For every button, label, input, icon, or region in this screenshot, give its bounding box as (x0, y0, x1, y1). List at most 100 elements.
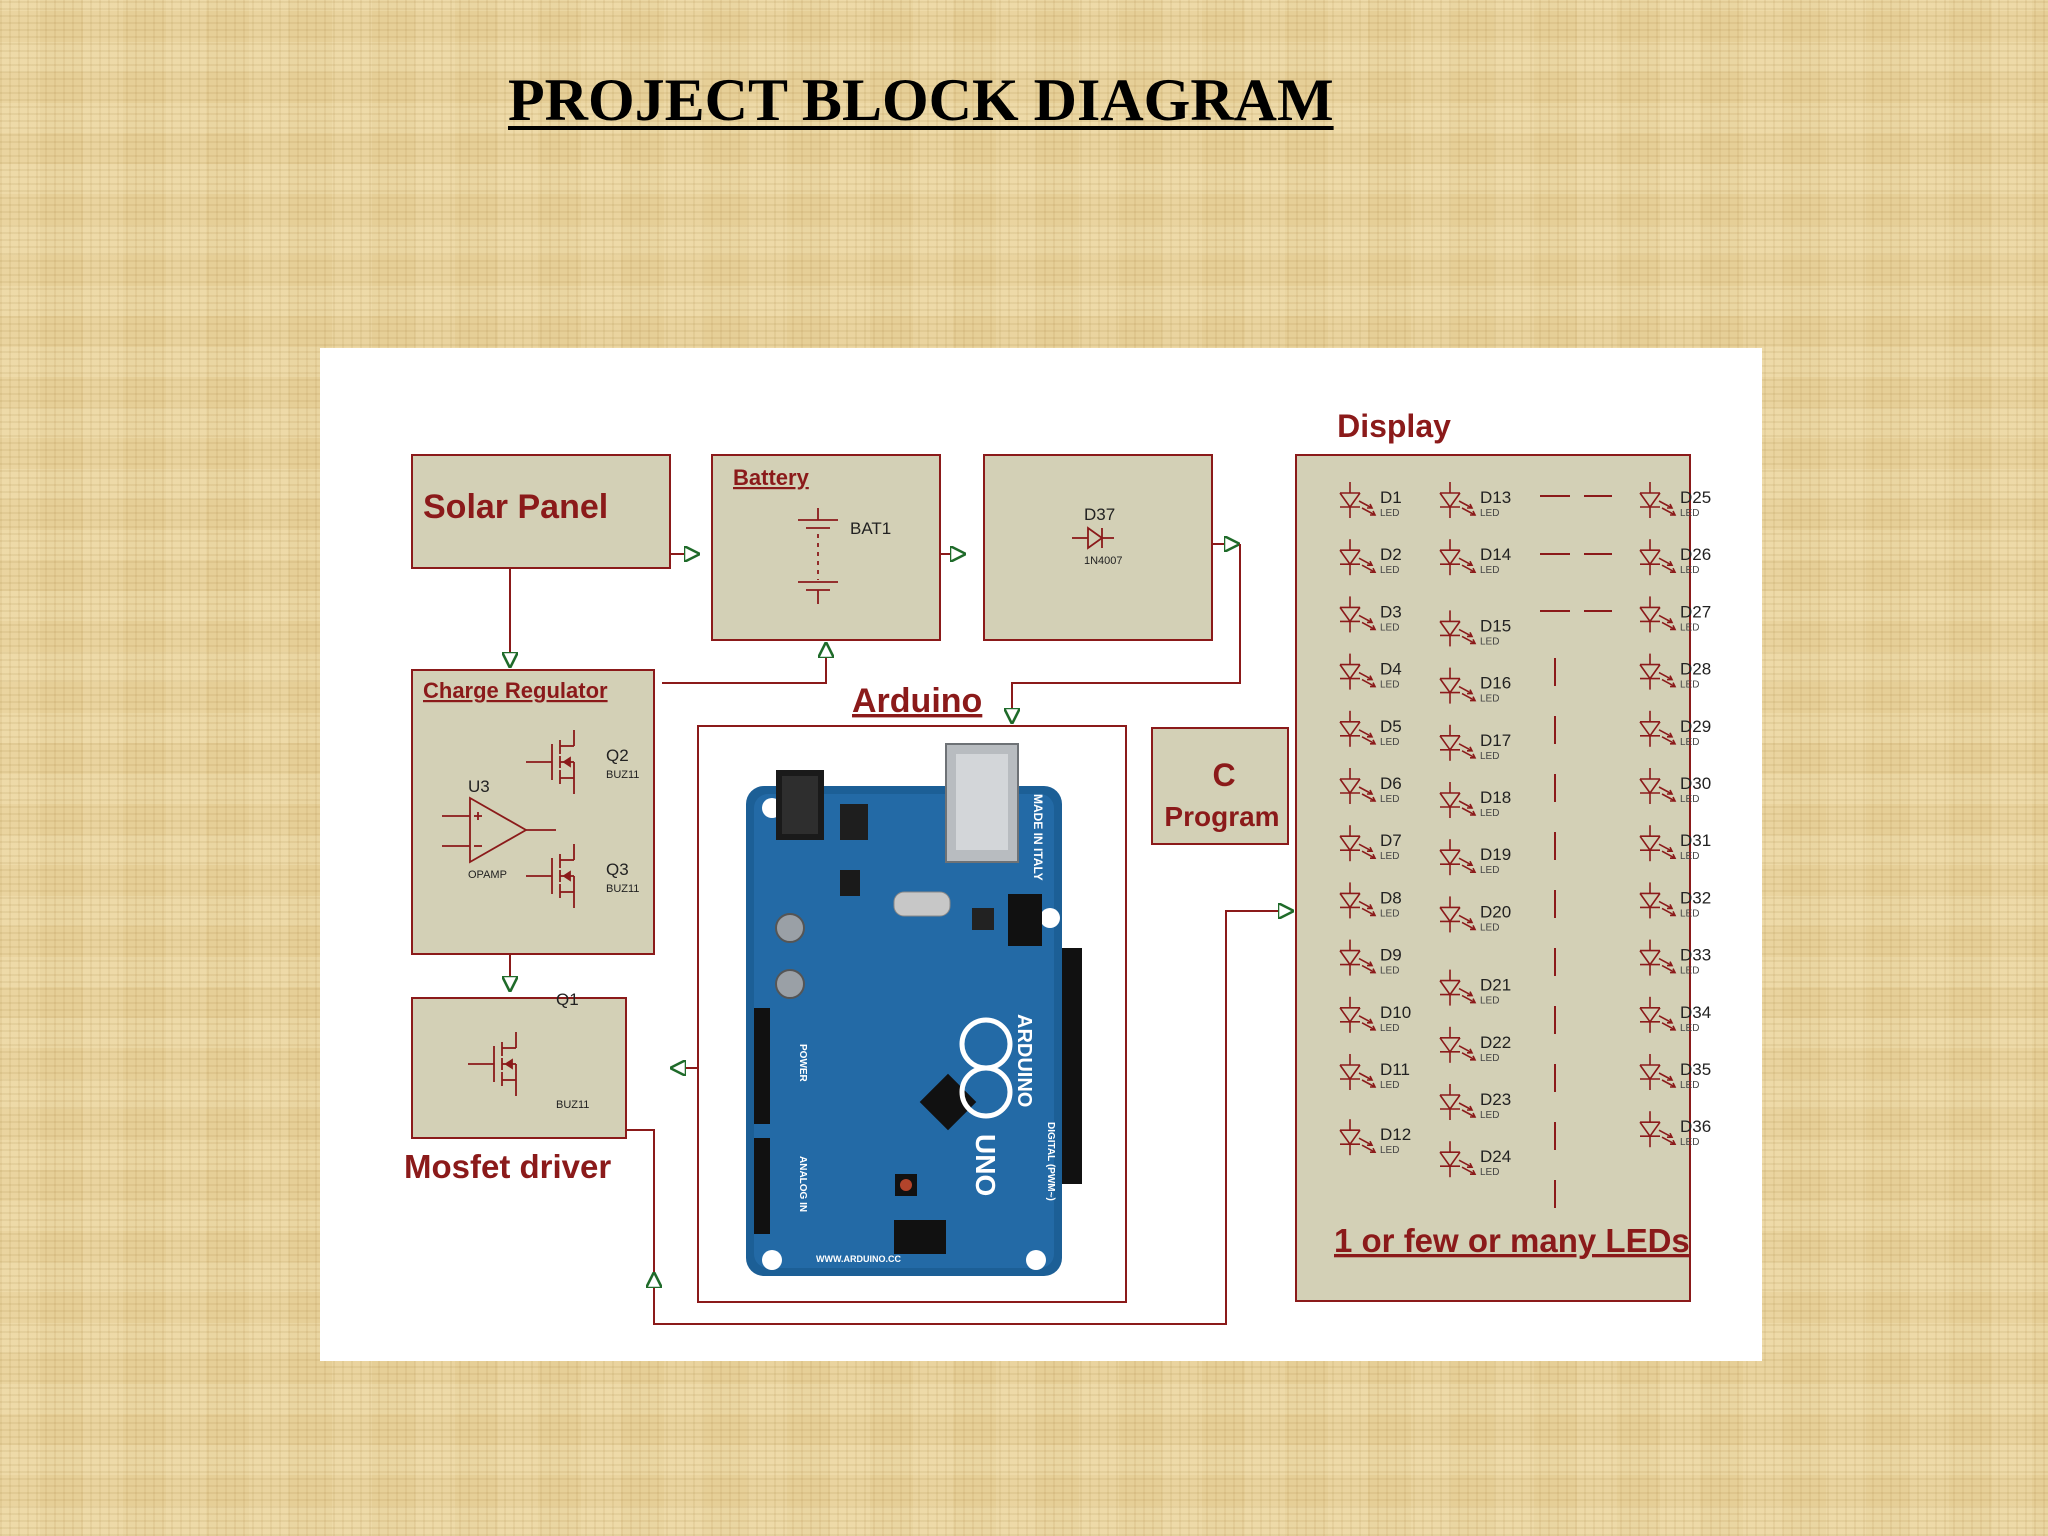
led-ref-label: D10 (1380, 1003, 1411, 1022)
mosfet-driver-block: Q1 BUZ11 Mosfet driver (404, 990, 627, 1185)
solar-panel-block: Solar Panel (411, 454, 671, 569)
led-value-label: LED (1680, 794, 1699, 805)
battery-component-ref: BAT1 (850, 519, 891, 538)
led-value-label: LED (1680, 508, 1699, 519)
led-ref-label: D27 (1680, 602, 1711, 621)
led-ref-label: D31 (1680, 831, 1711, 850)
led-ref-label: D23 (1480, 1090, 1511, 1109)
led-value-label: LED (1380, 794, 1399, 805)
led-ref-label: D16 (1480, 674, 1511, 693)
diagram-panel: Solar Panel Battery BAT1 D37 1N4007 Ch (320, 348, 1762, 1361)
led-ref-label: D26 (1680, 545, 1711, 564)
led-value-label: LED (1680, 622, 1699, 633)
led-ref-label: D36 (1680, 1117, 1711, 1136)
solar-panel-label: Solar Panel (423, 488, 608, 526)
led-ref-label: D33 (1680, 946, 1711, 965)
led-value-label: LED (1480, 996, 1499, 1007)
led-ref-label: D34 (1680, 1003, 1711, 1022)
q3-value: BUZ11 (606, 883, 639, 895)
connection-wires (510, 544, 1294, 1325)
led-value-label: LED (1680, 851, 1699, 862)
led-value-label: LED (1380, 1080, 1399, 1091)
led-ref-label: D19 (1480, 845, 1511, 864)
led-value-label: LED (1480, 508, 1499, 519)
arduino-brand-text: ARDUINO (1013, 1014, 1035, 1107)
arduino-label: Arduino (852, 682, 982, 720)
opamp-icon (442, 796, 556, 864)
charge-regulator-block: Charge Regulator U3 OPAMP Q2 BUZ11 Q3 BU… (411, 669, 655, 955)
arduino-analog-text: ANALOG IN (797, 1156, 808, 1212)
slide-title: PROJECT BLOCK DIAGRAM (508, 67, 1334, 133)
opamp-ref: U3 (468, 777, 490, 796)
q3-ref: Q3 (606, 860, 629, 879)
led-ref-label: D8 (1380, 888, 1402, 907)
charge-regulator-label: Charge Regulator (423, 678, 608, 703)
led-ref-label: D7 (1380, 831, 1402, 850)
display-block: Display D1LEDD2LEDD3LEDD4LEDD5LEDD6LEDD7… (1295, 408, 1711, 1302)
c-program-block: C Program (1151, 727, 1289, 845)
c-program-line2: Program (1164, 801, 1279, 832)
led-ref-label: D35 (1680, 1060, 1711, 1079)
led-value-label: LED (1380, 622, 1399, 633)
led-ref-label: D25 (1680, 488, 1711, 507)
led-ref-label: D12 (1380, 1125, 1411, 1144)
led-ref-label: D15 (1480, 616, 1511, 635)
led-value-label: LED (1680, 1137, 1699, 1148)
led-value-label: LED (1480, 922, 1499, 933)
led-value-label: LED (1680, 908, 1699, 919)
led-ref-label: D32 (1680, 888, 1711, 907)
led-ref-label: D5 (1380, 717, 1402, 736)
battery-icon (798, 508, 838, 604)
led-ref-label: D3 (1380, 602, 1402, 621)
led-ref-label: D17 (1480, 731, 1511, 750)
arduino-model-text: UNO (970, 1134, 1001, 1196)
led-ref-label: D6 (1380, 774, 1402, 793)
led-ref-label: D14 (1480, 545, 1511, 564)
led-value-label: LED (1480, 865, 1499, 876)
led-value-label: LED (1380, 737, 1399, 748)
led-value-label: LED (1480, 694, 1499, 705)
diode-block: D37 1N4007 (983, 454, 1213, 641)
led-value-label: LED (1380, 1145, 1399, 1156)
led-ref-label: D1 (1380, 488, 1402, 507)
led-ref-label: D9 (1380, 946, 1402, 965)
diode-ref: D37 (1084, 505, 1115, 524)
led-value-label: LED (1380, 1023, 1399, 1034)
led-value-label: LED (1380, 508, 1399, 519)
arduino-url-text: WWW.ARDUINO.CC (816, 1254, 901, 1264)
opamp-value: OPAMP (468, 869, 507, 881)
led-ref-label: D13 (1480, 488, 1511, 507)
led-value-label: LED (1680, 565, 1699, 576)
led-value-label: LED (1380, 680, 1399, 691)
arduino-uno-board-icon: ARDUINO UNO MADE IN ITALY WWW.ARDUINO.CC… (746, 743, 1082, 1276)
led-value-label: LED (1380, 966, 1399, 977)
battery-label: Battery (733, 465, 810, 490)
led-value-label: LED (1480, 751, 1499, 762)
arduino-made-text: MADE IN ITALY (1031, 794, 1045, 881)
led-ref-label: D20 (1480, 902, 1511, 921)
led-ref-label: D18 (1480, 788, 1511, 807)
q1-value: BUZ11 (556, 1099, 589, 1111)
led-value-label: LED (1480, 1053, 1499, 1064)
led-value-label: LED (1380, 851, 1399, 862)
diode-icon (1072, 526, 1114, 550)
led-value-label: LED (1680, 966, 1699, 977)
display-caption: 1 or few or many LEDs (1334, 1222, 1690, 1259)
led-value-label: LED (1680, 1080, 1699, 1091)
led-value-label: LED (1480, 1110, 1499, 1121)
led-value-label: LED (1380, 908, 1399, 919)
arduino-block: Arduino (697, 682, 1127, 1303)
led-ref-label: D28 (1680, 660, 1711, 679)
led-ref-label: D4 (1380, 660, 1402, 679)
led-ref-label: D29 (1680, 717, 1711, 736)
led-value-label: LED (1680, 737, 1699, 748)
display-title: Display (1337, 408, 1451, 444)
led-value-label: LED (1480, 808, 1499, 819)
diode-value: 1N4007 (1084, 555, 1123, 567)
led-ref-label: D21 (1480, 976, 1511, 995)
led-ref-label: D22 (1480, 1033, 1511, 1052)
led-ref-label: D11 (1380, 1060, 1410, 1079)
led-continuation-dashes (1540, 495, 1612, 1208)
led-ref-label: D30 (1680, 774, 1711, 793)
arduino-digital-text: DIGITAL (PWM~) (1045, 1122, 1056, 1201)
